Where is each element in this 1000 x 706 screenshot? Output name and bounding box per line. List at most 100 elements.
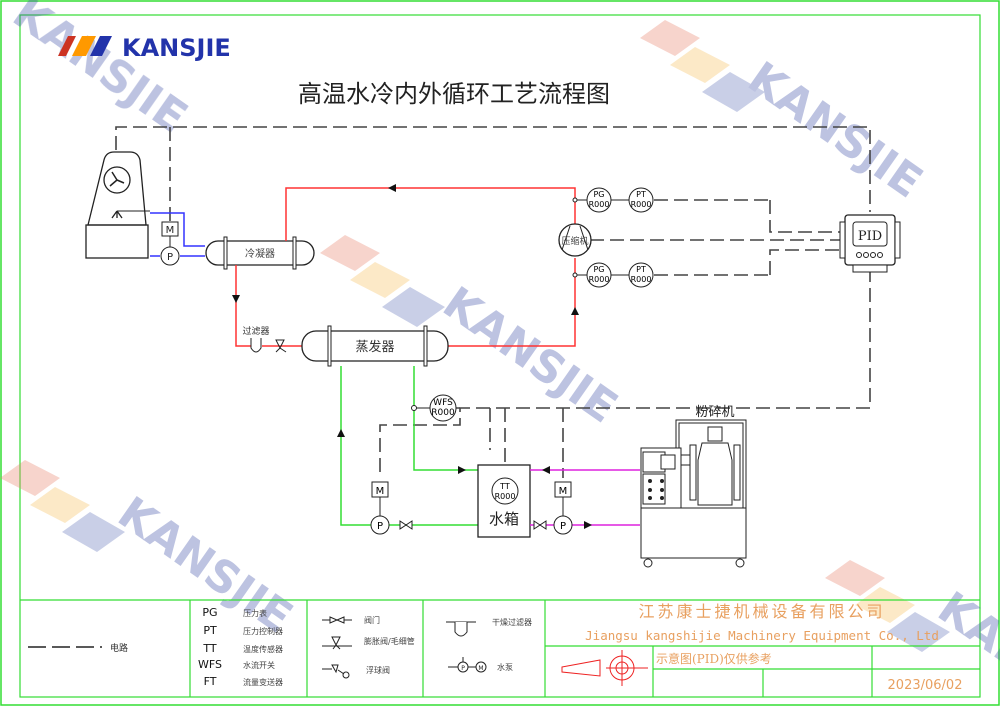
legend-motor-letter: M [478,665,483,672]
dry-filter: 过滤器 [242,325,270,353]
expansion-valve [275,339,287,353]
abbr-wfs: WFS [198,658,222,671]
brand-name: KANSJIE [122,34,231,62]
pt-top-tag: PT [636,190,646,199]
tt-sensor [491,477,519,505]
pg-top-tag: PG [593,190,604,199]
condenser: 冷凝器 [205,236,315,270]
cooling-tower [85,151,149,259]
pt-bottom-tag: PT [636,265,646,274]
legend-dry-filter-label: 干燥过滤器 [492,617,532,627]
drawing-date: 2023/06/02 [888,678,963,693]
pump-icon [370,515,390,535]
abbr-tt-desc: 温度传感器 [243,644,283,654]
motor-label: M [559,486,568,497]
projection-symbol [561,650,648,686]
legend-symbols-valves: 阀门 膨胀阀/毛细管 浮球阀 [322,615,415,679]
pump-label: P [167,252,173,263]
pulverizer: 粉碎机 [640,405,747,568]
pump-icon [553,515,573,535]
flow-arrow [542,466,550,474]
refrigerant-lines [235,187,576,347]
company-name-en: Jiangsu kangshijie Machinery Equipment C… [585,628,939,643]
signal-lines [115,126,871,478]
process-pump-right: M P [533,481,573,535]
wfs-switch: WFS R000 [411,394,457,422]
legend-pump-letter: P [461,665,465,672]
pg-top-code: R000 [589,200,610,209]
legend-symbols-equipment: 干燥过滤器 P M 水泵 [446,617,532,673]
watermark-text-4: KANSJIE [109,487,302,643]
water-pump-icon [457,661,469,673]
motor-icon [554,481,572,498]
motor-icon [371,481,389,498]
wfs-code: R000 [431,408,455,418]
valve-icon [533,520,547,530]
abbr-pt: PT [203,624,217,637]
tt-code: R000 [495,492,516,501]
fan-icon [103,166,131,194]
evaporator: 蒸发器 [301,325,449,367]
abbr-pg-desc: 压力表 [243,608,267,618]
legend-line-label: 电路 [110,642,128,654]
watermark-stripes-bottomright [825,560,950,652]
flow-arrow [458,466,466,474]
pg-gauge-top [586,187,612,213]
flow-arrow [232,295,240,303]
legend-expansion-valve-label: 膨胀阀/毛细管 [364,636,415,646]
page-title: 高温水冷内外循环工艺流程图 [298,80,610,108]
motor-label: M [376,486,385,497]
watermark-text-2: KANSJIE [739,52,932,208]
watermark-stripes-top [640,20,765,112]
pt-controller-bottom [628,262,654,288]
float-valve-icon [331,664,339,674]
pg-gauge-bottom [586,262,612,288]
legend-float-valve-label: 浮球阀 [366,665,390,675]
company-name-cn: 江苏康士捷机械设备有限公司 [638,602,885,621]
instrument-row-top: PG R000 PT R000 [572,187,654,213]
expansion-valve-icon [331,636,341,650]
motor-label: M [166,225,175,236]
flow-arrow [584,521,592,529]
tt-tag: TT [499,482,510,491]
pt-controller-top [628,187,654,213]
motor-icon [475,661,487,673]
wfs-tag: WFS [433,398,453,408]
water-tank-label: 水箱 [489,510,519,528]
watermark-stripes-left [0,460,125,552]
pt-top-code: R000 [631,200,652,209]
abbr-wfs-desc: 水流开关 [243,660,275,670]
watermark-text-3: KANSJIE [434,277,627,433]
abbr-pg: PG [202,606,217,619]
pump-label: P [377,521,383,532]
abbr-ft: FT [204,675,217,688]
pid-label: PID [858,229,882,244]
abbr-pt-desc: 压力控制器 [243,626,283,636]
watermark-text-1: KANSJIE [4,0,197,143]
dry-filter-icon [454,622,468,637]
water-tank: TT R000 水箱 [477,464,531,538]
brand-logo: KANSJIE [58,34,231,62]
evaporator-label: 蒸发器 [355,339,394,355]
pump-icon [160,246,180,266]
abbr-tt: TT [202,642,217,655]
legend-water-pump-label: 水泵 [497,662,513,672]
pid-controller: PID [839,214,901,273]
legend-abbreviations: PG 压力表 PT 压力控制器 TT 温度传感器 WFS 水流开关 FT 流量变… [198,606,283,688]
filter-label: 过滤器 [242,325,269,337]
process-lines [530,469,640,526]
compressor-label: 压缩机 [561,235,588,247]
cooling-pump-group: M P [160,221,180,266]
pt-bottom-code: R000 [631,275,652,284]
valve-icon [399,520,413,530]
chilled-water-lines [340,366,478,526]
flow-arrow [571,307,579,315]
pulverizer-label: 粉碎机 [695,405,734,420]
chilled-pump-left: M P [370,481,413,535]
condenser-label: 冷凝器 [245,247,275,260]
pg-bottom-code: R000 [589,275,610,284]
pump-label: P [560,521,566,532]
